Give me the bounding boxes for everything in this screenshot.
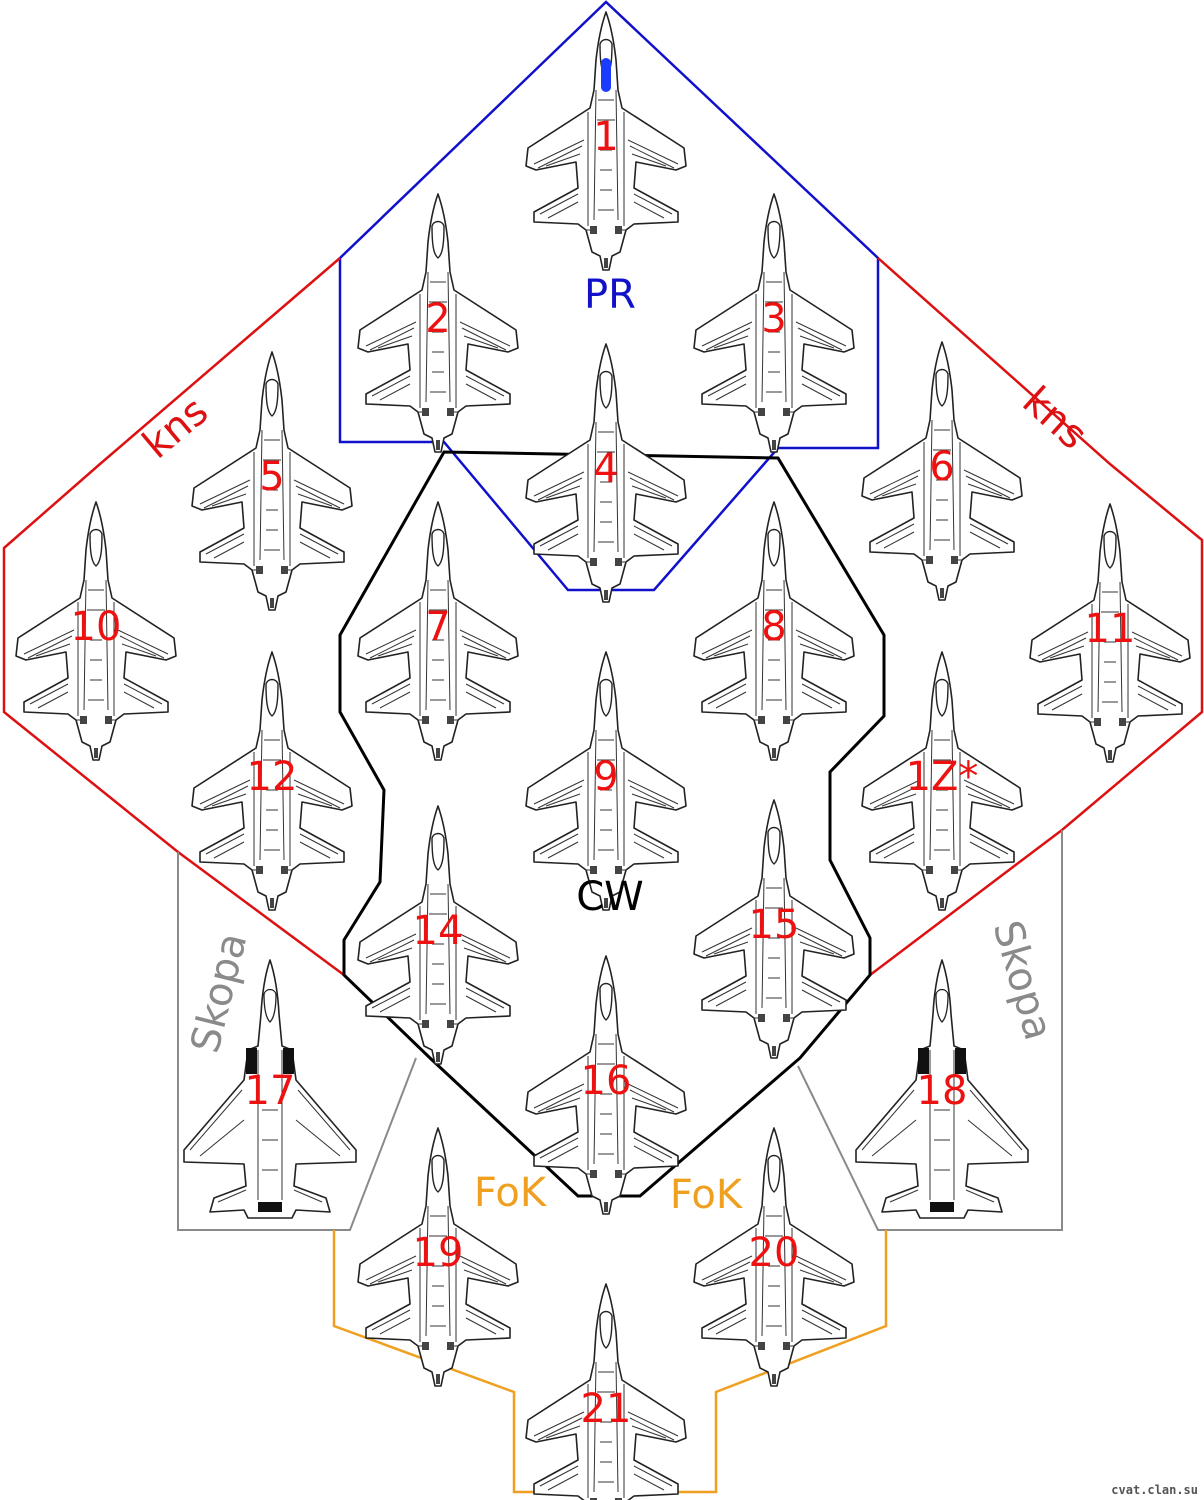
aircraft-4: 4 (525, 343, 687, 603)
aircraft-number: 1Z* (906, 754, 979, 800)
aircraft-11: 11 (1029, 503, 1191, 763)
aircraft-number: 10 (71, 604, 122, 650)
group-label-pr: PR (584, 272, 636, 318)
aircraft-number: 8 (761, 604, 786, 650)
aircraft-15: 15 (693, 799, 855, 1059)
aircraft-5: 5 (191, 351, 353, 611)
aircraft-number: 15 (749, 902, 800, 948)
group-label-fok-left: FoK (474, 1170, 548, 1216)
boundary-kns-left (2, 257, 345, 977)
aircraft-number: 19 (413, 1230, 464, 1276)
group-label-fok-right: FoK (670, 1172, 744, 1218)
aircraft-number: 7 (425, 604, 450, 650)
watermark: cvat.clan.su (1111, 1483, 1198, 1497)
aircraft-19: 19 (357, 1127, 519, 1387)
aircraft-16: 16 (525, 955, 687, 1215)
aircraft-number: 6 (929, 444, 954, 490)
aircraft-14: 14 (357, 805, 519, 1065)
aircraft-10: 10 (15, 501, 177, 761)
aircraft-2: 2 (357, 193, 519, 453)
boundary-pr (338, 0, 880, 592)
aircraft-3: 3 (693, 193, 855, 453)
aircraft-1zstar: 1Z* (861, 651, 1023, 911)
aircraft-12: 12 (191, 651, 353, 911)
aircraft-1: 1 (525, 11, 687, 271)
boundary-skopa-left (177, 852, 417, 1231)
aircraft-number: 16 (581, 1058, 632, 1104)
aircraft-7: 7 (357, 501, 519, 761)
aircraft-number: 9 (593, 754, 618, 800)
aircraft-number: 3 (761, 296, 786, 342)
aircraft-number: 14 (413, 908, 464, 954)
group-label-skopa-right: Skopa (984, 916, 1062, 1045)
aircraft-number: 2 (425, 296, 450, 342)
aircraft-number: 12 (247, 754, 298, 800)
group-label-skopa-left: Skopa (182, 928, 256, 1057)
aircraft-18: 18 (855, 959, 1029, 1219)
aircraft-8: 8 (693, 501, 855, 761)
boundary-kns-right (869, 257, 1204, 976)
aircraft-number: 20 (749, 1230, 800, 1276)
boundary-skopa-right (797, 830, 1063, 1231)
lead-cockpit-marker (601, 58, 611, 92)
aircraft-number: 4 (593, 446, 618, 492)
aircraft-number: 11 (1085, 606, 1136, 652)
aircraft-6: 6 (861, 341, 1023, 601)
aircraft-17: 17 (183, 959, 357, 1219)
aircraft-number: 18 (917, 1068, 968, 1114)
aircraft-21: 21 (525, 1283, 687, 1500)
aircraft-number: 21 (581, 1386, 632, 1432)
aircraft-20: 20 (693, 1127, 855, 1387)
group-label-kns-left: kns (134, 388, 217, 468)
aircraft-9: 9 (525, 651, 687, 911)
boundary-cw (338, 450, 886, 1198)
aircraft-number: 5 (259, 454, 284, 500)
aircraft-number: 17 (245, 1068, 296, 1114)
group-label-cw: CW (576, 874, 643, 920)
aircraft-number: 1 (593, 114, 618, 160)
